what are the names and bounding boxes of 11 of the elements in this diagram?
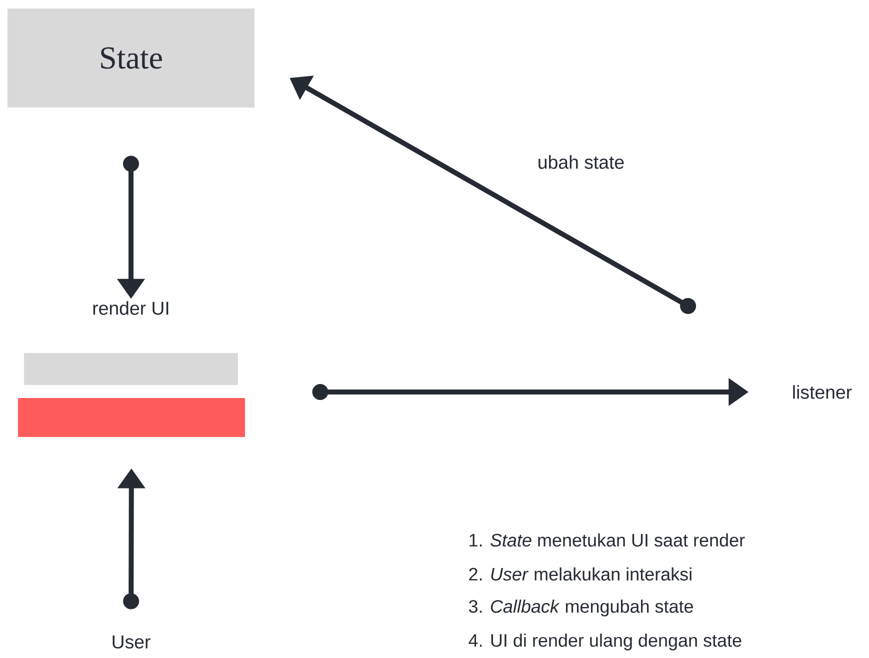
actor-label: User (112, 635, 150, 648)
edge-label: ubah state (536, 154, 626, 170)
state-box: State (8, 8, 254, 108)
step-label: listener (793, 385, 852, 399)
step-label: render UI (93, 301, 168, 315)
list-item: 4. UI di render ulang dengan state (468, 634, 742, 650)
list-item: 1. State menetukan UI saat render (470, 533, 745, 547)
ui-bar (18, 398, 245, 437)
ui-bar (24, 353, 238, 385)
list-item: 2. User melakukan interaksi (469, 567, 692, 581)
list-item: 3. Callback mengubah state (468, 600, 693, 616)
